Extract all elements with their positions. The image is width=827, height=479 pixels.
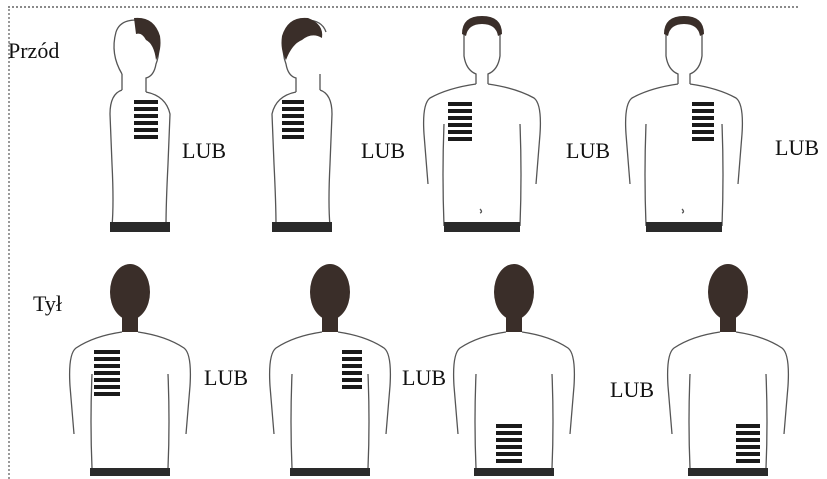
waistband-shape [444, 222, 520, 232]
patch-icon [282, 100, 304, 139]
hair-shape [282, 18, 323, 60]
or-separator-7: LUB [610, 379, 654, 401]
or-separator-6: LUB [402, 367, 446, 389]
hair-shape [462, 16, 502, 36]
patch-icon [342, 350, 362, 389]
patch-icon [448, 102, 472, 141]
figure-front-side-right [100, 14, 180, 236]
patch-icon [692, 102, 714, 141]
front-row-label: Przód [8, 40, 59, 62]
figure-back-upper-right-back [262, 262, 398, 476]
patch-icon [134, 100, 158, 139]
waistband-shape [290, 468, 370, 476]
or-separator-4: LUB [775, 137, 819, 159]
or-separator-5: LUB [204, 367, 248, 389]
or-separator-1: LUB [182, 140, 226, 162]
figure-back-lower-left-back [446, 262, 582, 476]
waistband-shape [110, 222, 170, 232]
figure-back-upper-left-back [62, 262, 198, 476]
hair-shape [134, 18, 161, 60]
head-shape [110, 264, 150, 320]
waistband-shape [90, 468, 170, 476]
waistband-shape [474, 468, 554, 476]
or-separator-2: LUB [361, 140, 405, 162]
waistband-shape [646, 222, 722, 232]
patch-icon [94, 350, 120, 396]
figure-front-side-left [262, 14, 342, 236]
patch-icon [496, 424, 522, 463]
figure-front-upper-right-chest [418, 14, 546, 236]
hair-shape [664, 16, 704, 36]
page-frame-top [8, 6, 798, 8]
head-shape [310, 264, 350, 320]
figure-back-lower-right-back [660, 262, 796, 476]
figure-front-upper-left-chest [620, 14, 748, 236]
head-shape [494, 264, 534, 320]
back-row-label: Tył [33, 293, 62, 315]
waistband-shape [272, 222, 332, 232]
or-separator-3: LUB [566, 140, 610, 162]
page-frame-left [8, 6, 10, 479]
patch-icon [736, 424, 760, 463]
waistband-shape [688, 468, 768, 476]
head-shape [708, 264, 748, 320]
